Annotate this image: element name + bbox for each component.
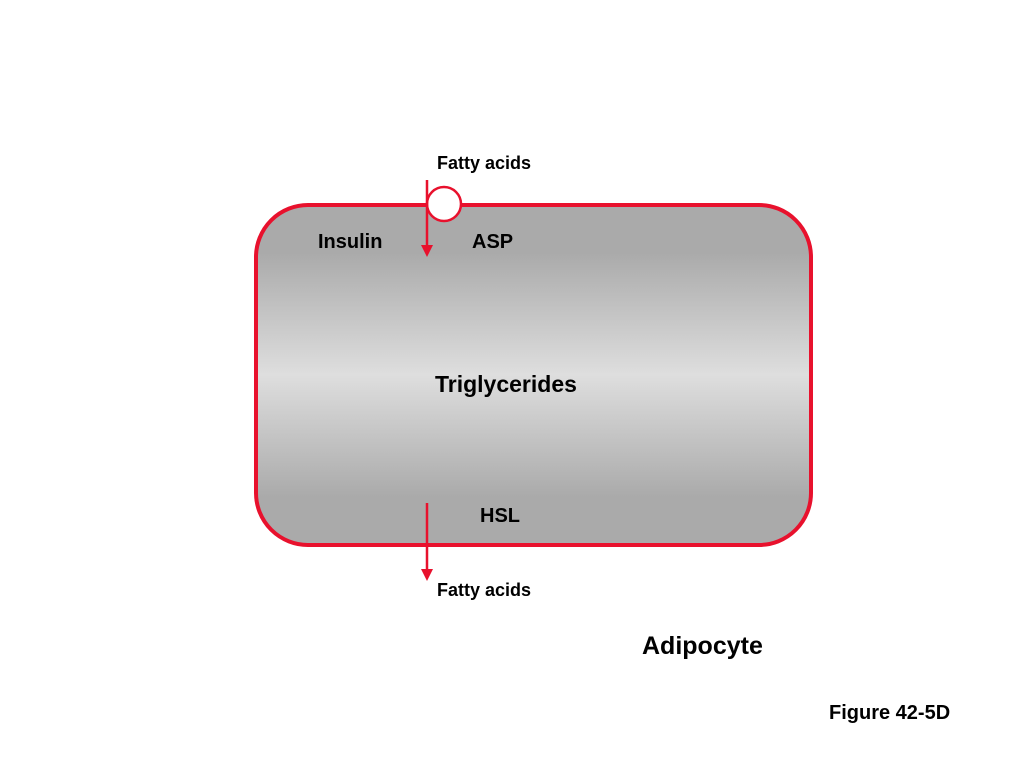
triglycerides-label: Triglycerides [435, 371, 577, 397]
adipocyte-cell [254, 203, 813, 547]
insulin-label: Insulin [318, 231, 383, 253]
fatty-acids-in-label: Fatty acids [437, 153, 532, 173]
asp-label: ASP [472, 231, 514, 253]
cell-type-label: Adipocyte [642, 632, 763, 660]
figure-id-label: Figure 42-5D [829, 702, 951, 724]
uptake-arrowhead [421, 245, 433, 257]
release-arrowhead [421, 569, 433, 581]
hsl-label: HSL [480, 505, 520, 527]
fatty-acids-out-label: Fatty acids [437, 580, 532, 600]
membrane-transporter-circle [425, 185, 463, 223]
